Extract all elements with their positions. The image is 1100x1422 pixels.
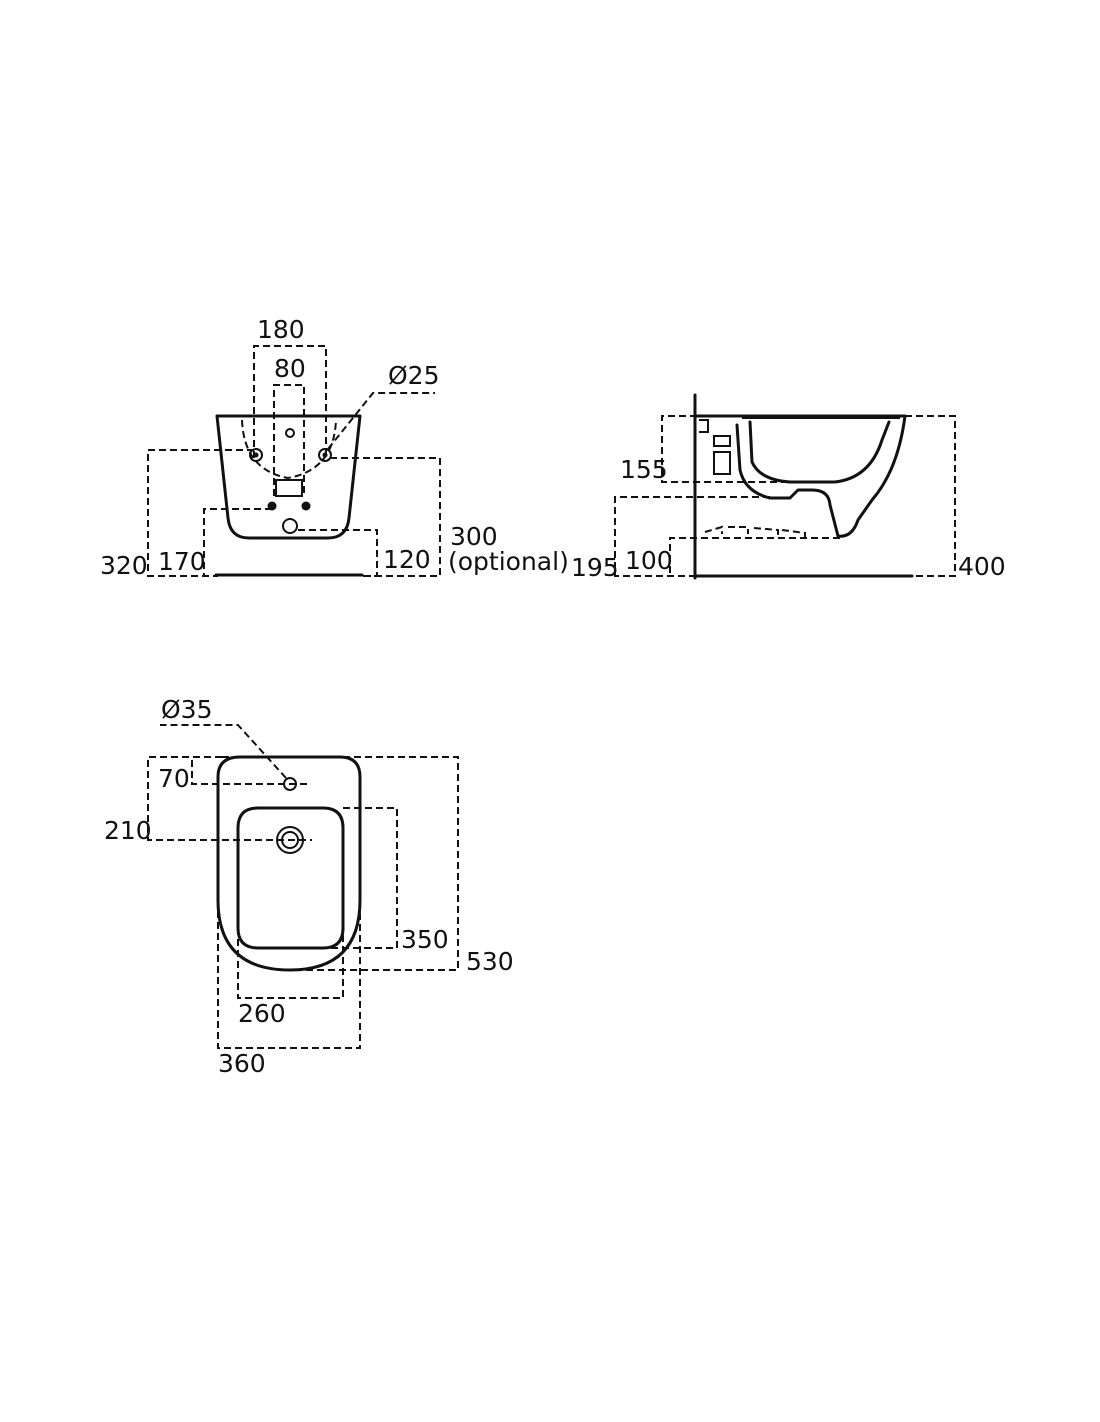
front-view-tap-hole-right — [318, 448, 332, 462]
dim-line-320 — [147, 449, 254, 577]
dim-line-180 — [253, 345, 327, 458]
side-view-bidet-outline — [695, 414, 907, 538]
dim-line-300 — [330, 457, 441, 577]
dim-line-530 — [222, 756, 459, 971]
front-view-overflow-slot — [275, 479, 303, 497]
leader-dia35 — [160, 724, 287, 779]
top-view-bowl-outline — [236, 806, 345, 950]
side-view-bowl-inner — [748, 420, 891, 484]
top-view: Ø35 70 210 350 530 260 360 — [104, 695, 514, 1078]
label-530: 530 — [466, 947, 514, 976]
side-view-bracket-lower — [713, 451, 731, 475]
front-view-tap-hole-left — [249, 448, 263, 462]
front-view-waste-outlet — [282, 518, 298, 534]
label-320: 320 — [100, 551, 148, 580]
label-120: 120 — [383, 545, 431, 574]
dim-line-360 — [217, 900, 361, 1049]
leader-dia25 — [327, 392, 435, 450]
label-400: 400 — [958, 552, 1006, 581]
front-view-fixing-hole-right — [301, 501, 311, 511]
side-view: 155 195 100 400 — [571, 393, 1006, 582]
dim-line-400 — [905, 415, 956, 577]
dim-line-80 — [273, 384, 305, 496]
label-170: 170 — [158, 547, 206, 576]
label-80: 80 — [274, 354, 306, 383]
dim-line-260 — [237, 928, 344, 999]
side-view-bracket-upper — [713, 435, 731, 447]
front-view-tap-hole-right-center — [322, 452, 328, 458]
side-view-wall-fixing — [699, 419, 709, 433]
label-195: 195 — [571, 553, 619, 582]
label-300: 300 — [450, 522, 498, 551]
dim-line-155 — [661, 415, 790, 483]
dim-line-195 — [614, 496, 770, 577]
dim-line-210 — [147, 756, 312, 841]
dim-line-170 — [203, 508, 272, 576]
front-view-tap-hole-left-center — [253, 452, 259, 458]
label-180: 180 — [257, 315, 305, 344]
label-dia25: Ø25 — [388, 361, 440, 390]
label-optional: (optional) — [448, 547, 569, 576]
label-dia35: Ø35 — [161, 695, 213, 724]
front-view-center-hole — [285, 428, 295, 438]
label-155: 155 — [620, 455, 668, 484]
label-70: 70 — [158, 764, 190, 793]
label-100: 100 — [625, 546, 673, 575]
side-view-hidden-tiles — [704, 525, 806, 538]
dim-line-70 — [191, 756, 310, 785]
label-360: 360 — [218, 1049, 266, 1078]
label-260: 260 — [238, 999, 286, 1028]
label-210: 210 — [104, 816, 152, 845]
label-350: 350 — [401, 925, 449, 954]
front-view-bidet-outline — [215, 414, 362, 540]
front-view: 180 80 Ø25 320 170 120 300 (optional) — [100, 315, 569, 580]
dim-line-100 — [669, 537, 840, 576]
